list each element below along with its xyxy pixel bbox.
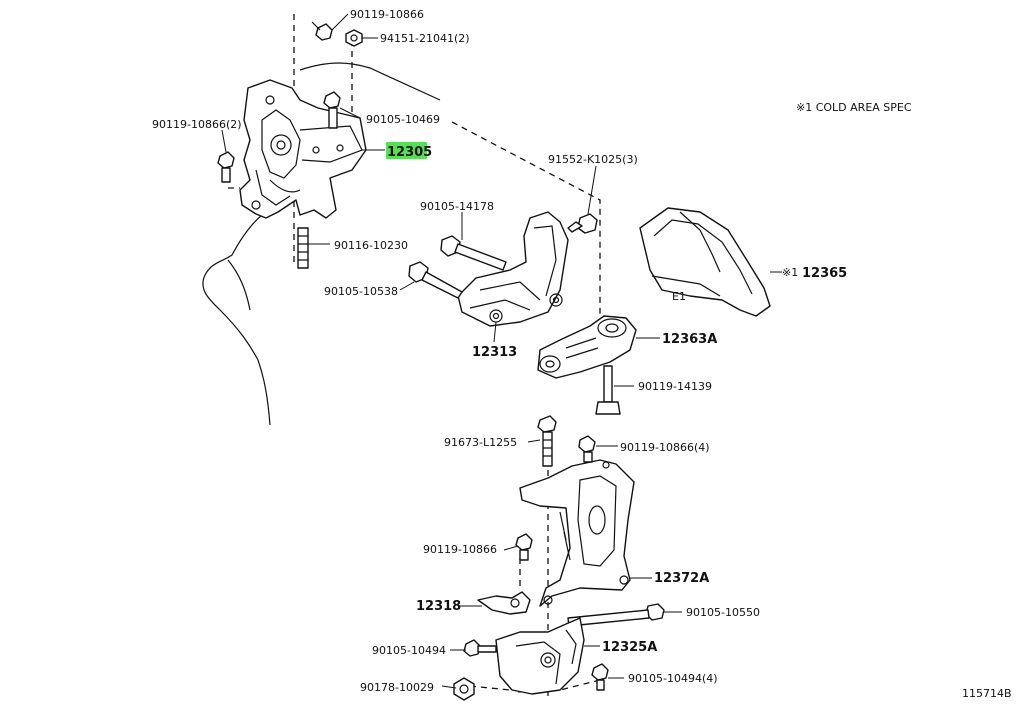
engine-mount-bracket-12305 <box>239 79 367 219</box>
nut-94151-21041 <box>345 29 363 47</box>
label-12365[interactable]: 12365 <box>802 266 847 281</box>
bolt-90105-10538 <box>408 261 463 299</box>
bolt-90105-10494-left <box>463 639 497 657</box>
bracket-12318 <box>477 591 531 615</box>
engine-outline <box>202 62 441 426</box>
label-90119-10866-left[interactable]: 90119-10866(2) <box>152 118 242 131</box>
label-12372a[interactable]: 12372A <box>654 571 709 586</box>
bolt-90119-10866-left <box>217 151 235 183</box>
cold-area-spec-note: ※1 COLD AREA SPEC <box>796 101 912 114</box>
bolt-91552-k1025 <box>567 213 598 234</box>
bolt-90105-10494-4 <box>591 663 609 691</box>
bolt-90119-14139 <box>595 365 621 415</box>
label-12318[interactable]: 12318 <box>416 599 461 614</box>
bracket-12372a <box>519 459 635 607</box>
label-90178-10029[interactable]: 90178-10029 <box>360 681 434 694</box>
cover-stamp: E1 <box>672 290 686 303</box>
label-12363a[interactable]: 12363A <box>662 332 717 347</box>
bolt-91673-l1255 <box>537 415 557 467</box>
label-12365-mark: ※1 <box>782 266 798 279</box>
stud-90116-10230 <box>297 227 309 269</box>
cover-12365: E1 <box>639 207 771 317</box>
nut-90178-10029 <box>453 677 475 701</box>
label-91673-l1255[interactable]: 91673-L1255 <box>444 436 517 449</box>
label-94151-21041[interactable]: 94151-21041(2) <box>380 32 470 45</box>
bolt-90105-14178 <box>440 235 507 271</box>
label-90105-10469[interactable]: 90105-10469 <box>366 113 440 126</box>
label-90119-14139[interactable]: 90119-14139 <box>638 380 712 393</box>
label-12305[interactable]: 12305 <box>387 145 432 160</box>
diagram-id: 115714B <box>962 687 1012 700</box>
label-90105-10550[interactable]: 90105-10550 <box>686 606 760 619</box>
label-12313[interactable]: 12313 <box>472 345 517 360</box>
label-90105-10538[interactable]: 90105-10538 <box>324 285 398 298</box>
label-90119-10866-4[interactable]: 90119-10866(4) <box>620 441 710 454</box>
bolt-90105-10469 <box>323 91 341 129</box>
label-91552-k1025[interactable]: 91552-K1025(3) <box>548 153 638 166</box>
label-90119-10866-top[interactable]: 90119-10866 <box>350 8 424 21</box>
bracket-12325a <box>495 617 585 695</box>
part-labels: 90119-10866 94151-21041(2) 90119-10866(2… <box>152 8 847 694</box>
bolt-90119-10866-4 <box>578 435 596 463</box>
mount-12363a <box>537 315 637 379</box>
label-12325a[interactable]: 12325A <box>602 640 657 655</box>
label-90119-10866-mid[interactable]: 90119-10866 <box>423 543 497 556</box>
part-highlight <box>386 142 427 159</box>
leader-lines <box>221 13 782 689</box>
bolt-90119-10866-mid <box>515 533 533 561</box>
label-90105-14178[interactable]: 90105-14178 <box>420 200 494 213</box>
bolt-90119-10866-top <box>311 21 333 41</box>
bracket-12313 <box>457 211 569 327</box>
bolt-90105-10550 <box>567 603 665 627</box>
label-90105-10494-left[interactable]: 90105-10494 <box>372 644 446 657</box>
label-90116-10230[interactable]: 90116-10230 <box>334 239 408 252</box>
label-90105-10494-4[interactable]: 90105-10494(4) <box>628 672 718 685</box>
